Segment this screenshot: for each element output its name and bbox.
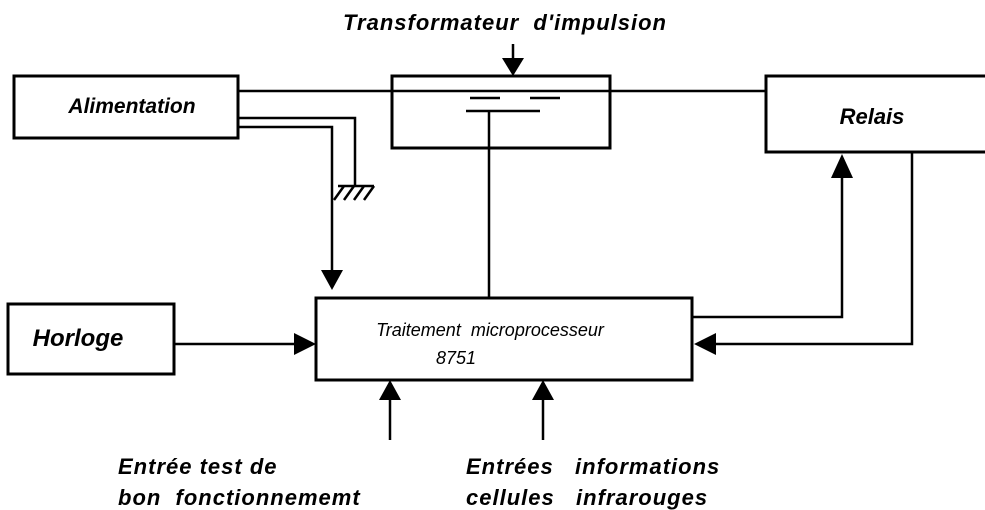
supply-arrow [321, 270, 343, 290]
ground-hatch-3 [352, 185, 366, 201]
horloge-box [6, 302, 176, 376]
test-input-label-1: Entrée test de [118, 454, 278, 479]
microprocesseur-label: Traitement microprocesseur [376, 320, 605, 340]
relais-box [764, 74, 985, 154]
clock-arrow [294, 333, 316, 355]
microprocesseur-model: 8751 [436, 348, 476, 368]
ground-hatch-1 [332, 185, 346, 201]
micro-to-relais-arrow [831, 154, 853, 178]
ir-input-label-1: Entrées informations [466, 454, 720, 479]
alimentation-box [12, 74, 240, 140]
ir-input-label-2: cellules infrarouges [466, 485, 708, 510]
relais-to-micro-line [714, 152, 914, 346]
transformer-input-arrow [502, 58, 524, 76]
micro-to-relais-line [692, 176, 844, 319]
horloge-label: Horloge [33, 325, 124, 352]
test-input-label-2: bon fonctionnememt [118, 485, 361, 510]
relais-to-micro-arrow [694, 333, 716, 355]
microprocesseur-box [314, 296, 694, 382]
test-input-arrow [379, 380, 401, 400]
relais-label: Relais [840, 104, 905, 129]
ground-line [238, 116, 357, 186]
ground-hatch-4 [362, 185, 376, 201]
supply-line-to-micro [238, 125, 334, 272]
title-label: Transformateur d'impulsion [343, 10, 667, 35]
ground-hatch-2 [342, 185, 356, 201]
ir-input-arrow [532, 380, 554, 400]
alimentation-label: Alimentation [67, 95, 195, 118]
